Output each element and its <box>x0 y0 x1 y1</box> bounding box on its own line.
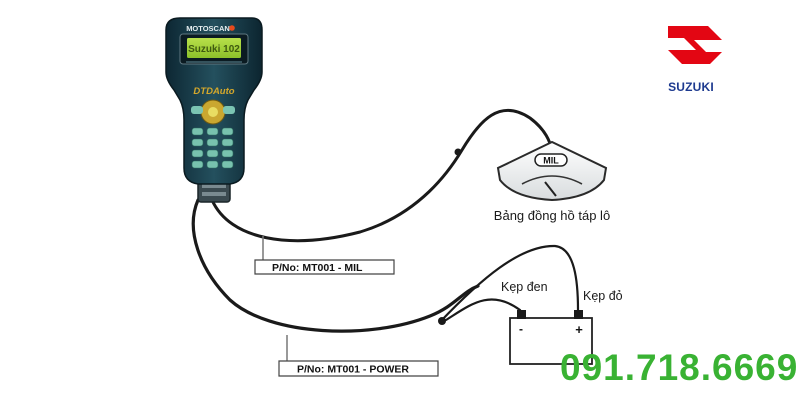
battery-terminal-plus <box>574 310 583 319</box>
lcd-text: Suzuki 102 <box>188 44 240 55</box>
gauge-needle <box>544 181 557 197</box>
dashboard-gauge: MIL <box>496 140 608 202</box>
scanner-device: MOTOSCAN Suzuki 102 DTDAuto <box>165 17 263 203</box>
clip-black-label: Kẹp đen <box>501 280 548 294</box>
scanner-logo-dot <box>229 25 235 31</box>
scanner-brand-logo: DTDAuto <box>193 86 234 97</box>
power-cable-joint <box>438 317 446 325</box>
hotline-number[interactable]: 091.718.6669 <box>560 347 799 388</box>
gauge-caption: Bảng đồng hồ táp lô <box>494 208 610 223</box>
tag-power: P/No: MT001 - POWER <box>278 335 439 377</box>
tag-mil-text: P/No: MT001 - MIL <box>272 262 363 274</box>
mil-badge <box>534 153 568 167</box>
tag-power-text: P/No: MT001 - POWER <box>297 364 409 376</box>
battery-terminal-minus <box>517 310 526 319</box>
battery: - + <box>509 310 593 365</box>
nav-pad-center <box>208 107 218 117</box>
gauge-scale-arc <box>521 175 583 185</box>
scanner-model-label: MOTOSCAN <box>186 24 230 33</box>
cables <box>191 108 580 333</box>
mil-badge-text: MIL <box>543 156 559 166</box>
mil-cable <box>210 108 554 243</box>
key-left <box>191 106 203 114</box>
mil-cable-joint <box>454 148 462 156</box>
suzuki-logo-mark <box>668 26 722 64</box>
black-clip-lead <box>444 298 522 322</box>
suzuki-wordmark: SUZUKI <box>668 80 714 94</box>
battery-minus-sign: - <box>519 322 523 336</box>
tag-mil: P/No: MT001 - MIL <box>254 236 395 275</box>
clip-red-label: Kẹp đỏ <box>583 289 623 303</box>
keypad <box>191 127 234 169</box>
power-cable <box>191 198 480 333</box>
key-right <box>223 106 235 114</box>
battery-body <box>509 317 593 365</box>
lcd-screen <box>187 38 241 58</box>
red-clip-lead <box>438 244 580 324</box>
gauge-housing <box>496 140 608 202</box>
battery-plus-sign: + <box>575 322 583 337</box>
